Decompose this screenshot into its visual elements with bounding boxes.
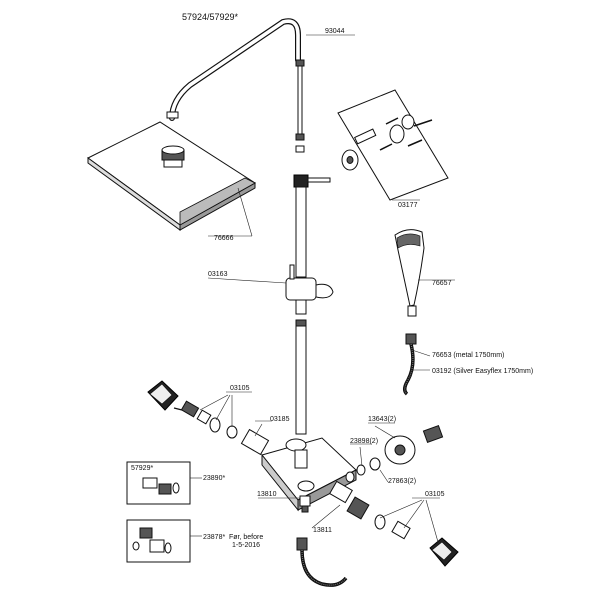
inset-box-23878 — [126, 519, 191, 563]
model-title: 57924/57929* — [182, 12, 239, 22]
bottom-outlet — [296, 537, 348, 587]
note-before-line1: Før, before — [229, 534, 263, 541]
leader-lines — [190, 34, 455, 543]
label-13811: 13811 — [313, 527, 332, 534]
label-57929-inset: 57929* — [131, 465, 153, 472]
part-labels: 93044 03177 76666 03163 76657 76653 (met… — [131, 28, 533, 549]
label-03192: 03192 (Silver Easyflex 1750mm) — [432, 368, 533, 375]
label-23898: 23898(2) — [350, 438, 378, 445]
note-before-line2: 1-5-2016 — [232, 542, 260, 549]
inset-box-57929 — [126, 461, 191, 505]
slide-holder — [285, 264, 334, 315]
upper-pipe — [295, 59, 305, 153]
label-76653: 76653 (metal 1750mm) — [432, 352, 504, 359]
label-27863: 27863(2) — [388, 478, 416, 485]
wall-bracket-box — [337, 89, 449, 201]
label-03105-right: 03105 — [425, 491, 445, 498]
label-03163: 03163 — [208, 271, 228, 278]
hand-shower-hose — [403, 333, 417, 396]
label-76666: 76666 — [214, 235, 234, 242]
label-76657: 76657 — [432, 280, 452, 287]
label-13643: 13643(2) — [368, 416, 396, 423]
label-93044: 93044 — [325, 28, 345, 35]
label-23890: 23890* — [203, 475, 225, 482]
label-03177: 03177 — [398, 202, 418, 209]
hand-shower — [394, 229, 425, 317]
label-03185: 03185 — [270, 416, 290, 423]
shower-arm — [166, 18, 301, 121]
label-03105-left: 03105 — [230, 385, 250, 392]
label-23878: 23878* — [203, 534, 225, 541]
thermostat-body — [261, 437, 357, 513]
riser-pipe — [293, 174, 331, 435]
right-inlet-assembly — [345, 424, 444, 483]
label-13810: 13810 — [257, 491, 277, 498]
left-handle-assembly — [147, 380, 270, 456]
right-handle-assembly — [329, 480, 459, 567]
shower-head — [87, 121, 256, 231]
